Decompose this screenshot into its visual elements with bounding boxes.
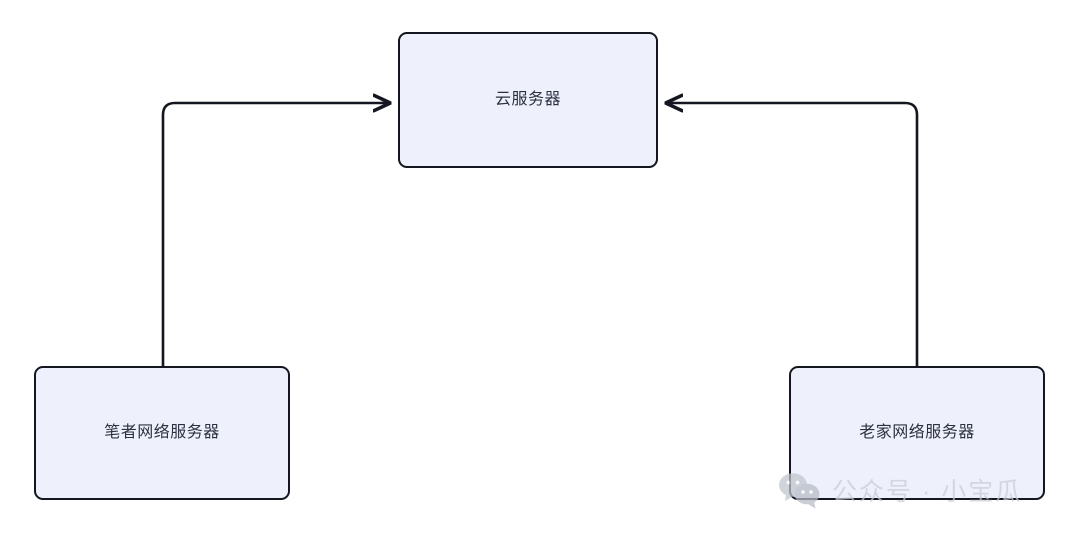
node-home-network-server-label: 老家网络服务器: [859, 423, 975, 441]
node-cloud-server-label: 云服务器: [494, 90, 561, 108]
watermark-text: 公众号 · 小宝瓜: [832, 478, 1023, 506]
node-local-network-server-label: 笔者网络服务器: [104, 423, 220, 441]
connector-home-to-cloud: [666, 103, 919, 366]
node-home-network-server[interactable]: 老家网络服务器: [789, 366, 1045, 500]
connector-local-to-cloud: [161, 103, 390, 366]
node-cloud-server[interactable]: 云服务器: [398, 32, 658, 168]
node-local-network-server[interactable]: 笔者网络服务器: [34, 366, 290, 500]
wechat-icon: [778, 470, 822, 510]
watermark: 公众号 · 小宝瓜: [778, 470, 1022, 510]
